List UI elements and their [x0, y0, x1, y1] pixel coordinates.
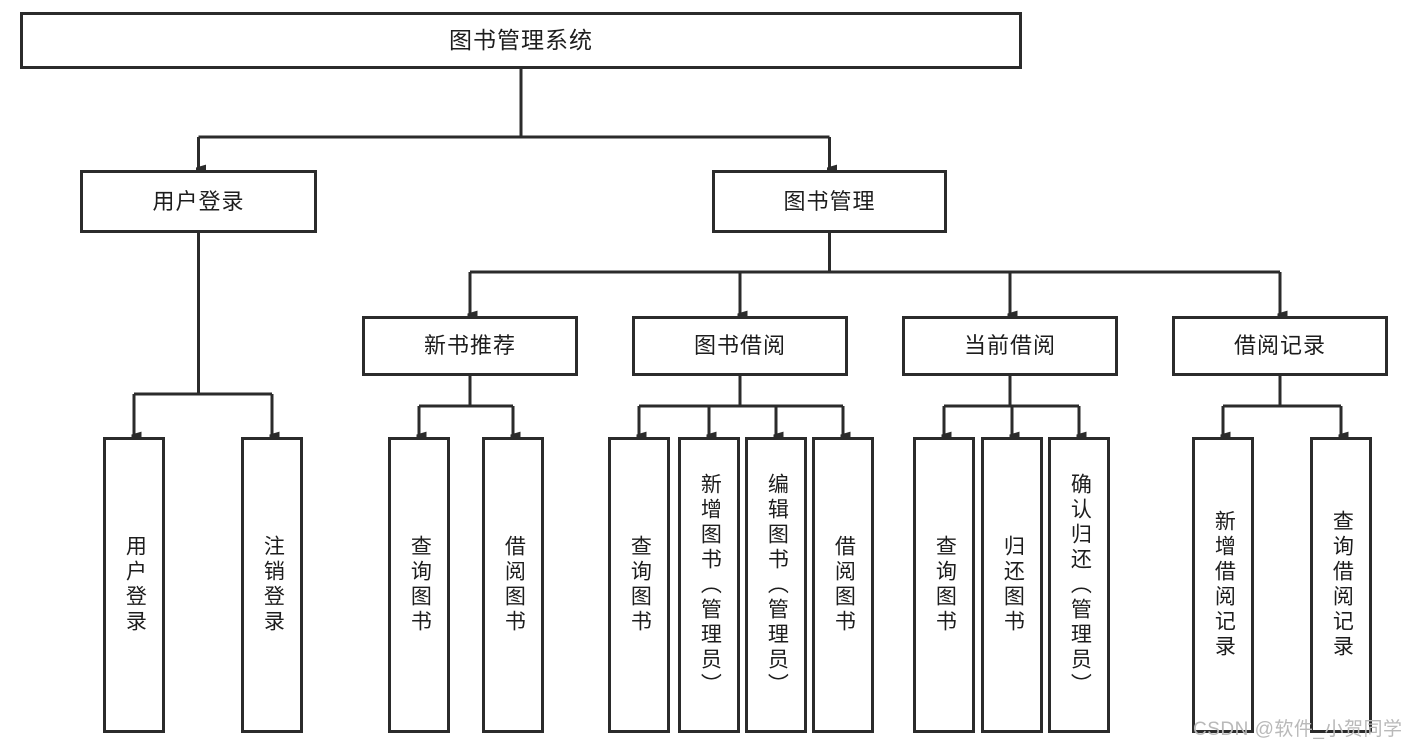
node-label: 新增借阅记录	[1212, 510, 1236, 660]
node-l4-query-book-b[interactable]: 查询图书	[608, 437, 670, 733]
node-label: 图书管理	[783, 188, 876, 214]
node-l4-logout-login[interactable]: 注销登录	[241, 437, 303, 733]
node-l4-borrow-book-b[interactable]: 借阅图书	[812, 437, 874, 733]
node-l4-query-book-a[interactable]: 查询图书	[388, 437, 450, 733]
node-l3-current-borrow[interactable]: 当前借阅	[902, 316, 1118, 376]
node-l4-add-record[interactable]: 新增借阅记录	[1192, 437, 1254, 733]
node-label: 查询借阅记录	[1330, 510, 1354, 660]
node-label: 确认归还（管理员）	[1068, 472, 1092, 698]
node-label: 图书管理系统	[449, 26, 593, 53]
node-l3-borrow-record[interactable]: 借阅记录	[1172, 316, 1388, 376]
node-label: 图书借阅	[693, 333, 786, 359]
node-label: 借阅图书	[832, 535, 856, 635]
node-l3-book-borrow[interactable]: 图书借阅	[632, 316, 848, 376]
node-label: 新书推荐	[423, 333, 516, 359]
node-l4-return-book[interactable]: 归还图书	[981, 437, 1043, 733]
node-label: 注销登录	[261, 535, 285, 635]
node-l4-borrow-book-a[interactable]: 借阅图书	[482, 437, 544, 733]
node-l4-query-book-c[interactable]: 查询图书	[913, 437, 975, 733]
node-label: 借阅图书	[502, 535, 526, 635]
node-label: 借阅记录	[1233, 333, 1326, 359]
node-l4-query-record[interactable]: 查询借阅记录	[1310, 437, 1372, 733]
node-l3-new-book-rec[interactable]: 新书推荐	[362, 316, 578, 376]
node-l4-edit-book[interactable]: 编辑图书（管理员）	[745, 437, 807, 733]
node-l2-book-mgmt[interactable]: 图书管理	[712, 170, 947, 233]
node-l4-user-login[interactable]: 用户登录	[103, 437, 165, 733]
node-label: 新增图书（管理员）	[698, 472, 722, 698]
node-label: 当前借阅	[963, 333, 1056, 359]
node-l4-confirm-return[interactable]: 确认归还（管理员）	[1048, 437, 1110, 733]
node-label: 归还图书	[1001, 535, 1025, 635]
node-label: 查询图书	[933, 535, 957, 635]
node-label: 查询图书	[408, 535, 432, 635]
node-root[interactable]: 图书管理系统	[20, 12, 1022, 69]
node-l2-user-login[interactable]: 用户登录	[80, 170, 317, 233]
node-label: 用户登录	[123, 535, 147, 635]
node-label: 编辑图书（管理员）	[765, 472, 789, 698]
node-label: 查询图书	[628, 535, 652, 635]
node-label: 用户登录	[152, 188, 245, 214]
csdn-watermark: CSDN @软件_小贺同学	[1193, 719, 1403, 740]
node-l4-add-book[interactable]: 新增图书（管理员）	[678, 437, 740, 733]
